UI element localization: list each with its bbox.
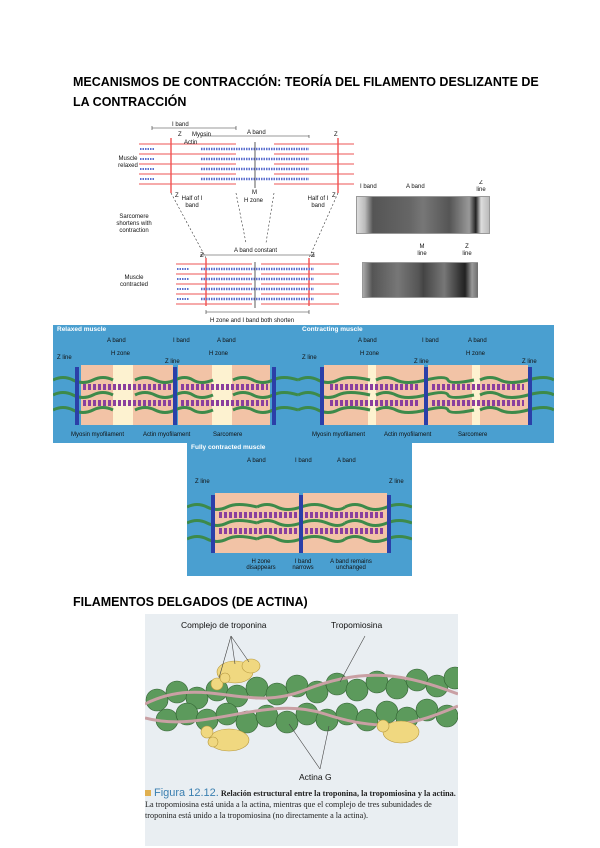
micro-label-i-band: I band bbox=[360, 184, 377, 190]
micrograph-image-relaxed bbox=[356, 196, 490, 234]
panel-relaxed-myosin-label: Myosin myofilament bbox=[71, 432, 125, 438]
figure-number: Figura 12.12. bbox=[154, 787, 219, 799]
sarcomere-diagram-svg bbox=[139, 126, 354, 314]
label-myosin: Myosin bbox=[192, 132, 212, 138]
panel-title-contracting: Contracting muscle bbox=[302, 326, 363, 333]
panel-relaxed-a-band-1: A band bbox=[107, 338, 126, 344]
label-z-right: Z bbox=[334, 132, 338, 138]
label-h-zone-i-band-shorten: H zone and I band both shorten bbox=[210, 318, 295, 324]
label-i-band: I band bbox=[172, 122, 189, 128]
panel-fully-a-band-2: A band bbox=[337, 458, 356, 464]
panel-contracting-svg bbox=[298, 365, 554, 425]
panel-fully-z-line-1: Z line bbox=[195, 479, 210, 485]
label-z-mid-left: Z bbox=[175, 193, 179, 199]
section-heading-contraction: MECANISMOS DE CONTRACCIÓN: TEORÍA DEL FI… bbox=[73, 75, 539, 109]
label-h-zone: H zone bbox=[244, 198, 264, 204]
actin-filament-svg bbox=[145, 614, 458, 784]
panel-contracting-i-band: I band bbox=[422, 338, 439, 344]
micro-label-z-line-top: Z line bbox=[476, 180, 486, 193]
panel-fully-i-band-narrows: I band narrows bbox=[292, 559, 314, 571]
label-z-bottom-right: Z bbox=[311, 253, 315, 259]
sarcomere-diagram: I band Myosin Actin A band Z Z Muscle re… bbox=[114, 118, 354, 328]
micrograph-relaxed: I band A band Z line bbox=[354, 180, 490, 236]
panel-relaxed-h-zone-2: H zone bbox=[209, 351, 229, 357]
panel-contracting-h-zone-2: H zone bbox=[466, 351, 486, 357]
panel-contracting-myosin-label: Myosin myofilament bbox=[312, 432, 366, 438]
panel-relaxed-z-line-1: Z line bbox=[57, 355, 72, 361]
label-m: M bbox=[252, 190, 257, 196]
panel-contracting-a-band-1: A band bbox=[358, 338, 377, 344]
caption-bold-lead: Relación estructural entre la troponina,… bbox=[220, 789, 456, 798]
label-muscle-contracted: Muscle contracted bbox=[119, 275, 149, 288]
label-sarcomere-shortens: Sarcomere shortens with contraction bbox=[116, 214, 152, 234]
panel-contracting-h-zone-1: H zone bbox=[360, 351, 380, 357]
panel-contracting-a-band-2: A band bbox=[468, 338, 487, 344]
label-troponin-complex: Complejo de troponina bbox=[181, 620, 267, 630]
panel-relaxed-muscle: Relaxed muscle A band I band A band H zo… bbox=[53, 325, 298, 443]
micro-label-a-band: A band bbox=[406, 184, 425, 190]
panel-relaxed-z-line-2: Z line bbox=[165, 359, 180, 365]
panel-fully-i-band: I band bbox=[295, 458, 312, 464]
figure-caption: Figura 12.12. Relación estructural entre… bbox=[145, 788, 458, 821]
panel-contracting-z-line-3: Z line bbox=[522, 359, 537, 365]
panel-contracting-z-line-1: Z line bbox=[302, 355, 317, 361]
panel-contracting-sarcomere-label: Sarcomere bbox=[458, 432, 488, 438]
panel-title-relaxed: Relaxed muscle bbox=[57, 326, 107, 333]
actin-filament-figure: Complejo de troponina Tropomiosina Actin… bbox=[145, 614, 458, 846]
panel-relaxed-i-band: I band bbox=[173, 338, 190, 344]
caption-rest: La tropomiosina está unida a la actina, … bbox=[145, 800, 432, 820]
micro-label-z-line-bottom: Z line bbox=[462, 244, 472, 257]
caption-marker bbox=[145, 790, 151, 796]
micrograph-image-contracted bbox=[362, 262, 478, 298]
panel-title-fully: Fully contracted muscle bbox=[191, 444, 266, 451]
panel-relaxed-h-zone-1: H zone bbox=[111, 351, 131, 357]
label-actin-g: Actina G bbox=[299, 772, 332, 782]
section-heading-thin-filaments: FILAMENTOS DELGADOS (DE ACTINA) bbox=[73, 595, 308, 609]
label-a-band-constant: A band constant bbox=[234, 248, 278, 254]
micro-label-m-line: M line bbox=[417, 244, 427, 257]
panel-fully-a-band-unchanged: A band remains unchanged bbox=[330, 559, 372, 571]
panel-fully-a-band-1: A band bbox=[247, 458, 266, 464]
label-z-mid-right: Z bbox=[332, 193, 336, 199]
panel-contracting-muscle: Contracting muscle A band I band A band … bbox=[298, 325, 554, 443]
label-muscle-relaxed: Muscle relaxed bbox=[118, 156, 138, 169]
panel-relaxed-sarcomere-label: Sarcomere bbox=[213, 432, 243, 438]
panel-fully-svg bbox=[187, 493, 412, 553]
panel-fully-h-zone-disappears: H zone disappears bbox=[246, 559, 276, 571]
label-z-left: Z bbox=[178, 132, 182, 138]
label-actin: Actin bbox=[184, 140, 198, 146]
label-z-bottom-left: Z bbox=[200, 253, 204, 259]
panel-relaxed-svg bbox=[53, 365, 298, 425]
label-half-i-band-right: Half of I band bbox=[307, 196, 329, 209]
panel-fully-contracted: Fully contracted muscle A band I band A … bbox=[187, 443, 412, 576]
panel-contracting-actin-label: Actin myofilament bbox=[384, 432, 432, 438]
label-a-band: A band bbox=[247, 130, 266, 136]
panel-fully-z-line-2: Z line bbox=[389, 479, 404, 485]
panel-relaxed-a-band-2: A band bbox=[217, 338, 236, 344]
label-half-i-band-left: Half of I band bbox=[181, 196, 203, 209]
panel-relaxed-actin-label: Actin myofilament bbox=[143, 432, 191, 438]
label-tropomyosin: Tropomiosina bbox=[331, 620, 383, 630]
micrograph-contracted: M line Z line bbox=[362, 242, 478, 298]
panel-contracting-z-line-2: Z line bbox=[414, 359, 429, 365]
